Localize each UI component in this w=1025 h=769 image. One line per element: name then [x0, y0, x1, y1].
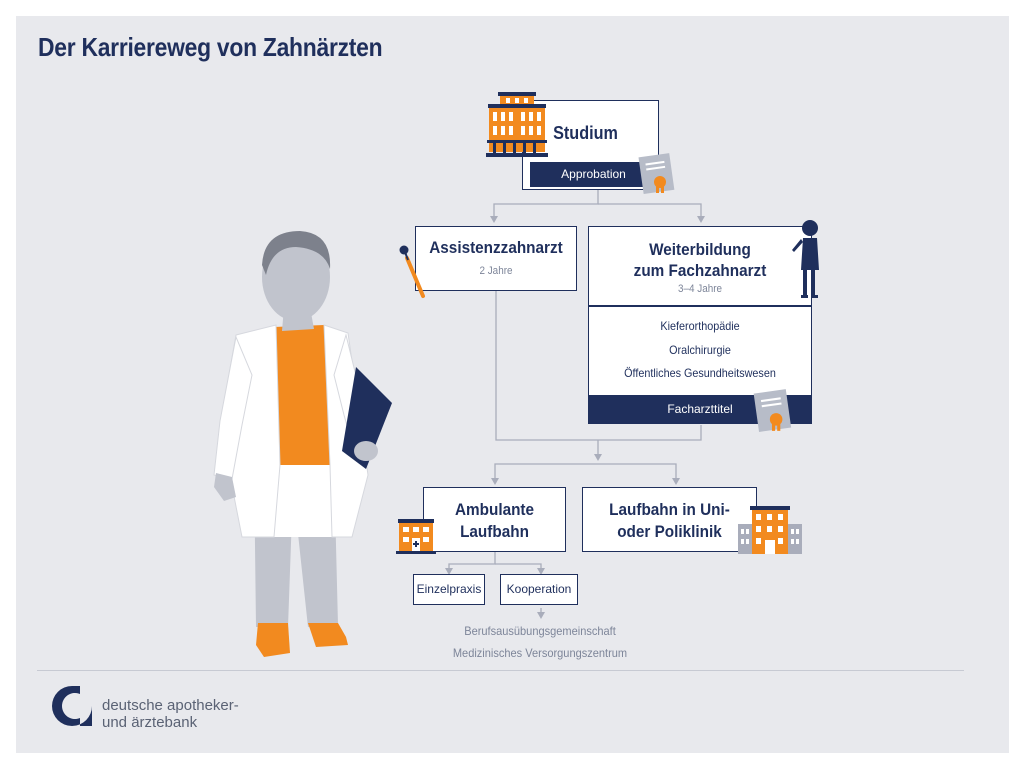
brand-line2: und ärztebank — [102, 714, 198, 731]
studium-label: Studium — [553, 123, 618, 143]
klinik-laufbahn-box: Laufbahn in Uni- oder Poliklinik — [582, 487, 757, 552]
weiterbildung-box: Weiterbildung zum Fachzahnarzt 3–4 Jahre… — [588, 226, 812, 424]
weiterbildung-label-line2: zum Fachzahnarzt — [633, 261, 767, 280]
university-building-icon — [486, 92, 548, 157]
klinik-label-line1: Laufbahn in Uni- — [609, 500, 730, 519]
specialty-item: Oralchirurgie — [669, 343, 731, 357]
dentist-figure-illustration — [213, 231, 392, 657]
ambulante-laufbahn-box: Ambulante Laufbahn — [423, 487, 566, 552]
kooperation-box: Kooperation — [500, 574, 578, 605]
klinik-label-line2: oder Poliklinik — [617, 522, 722, 541]
brand-logo-icon — [52, 686, 92, 726]
brand-line1: deutsche apotheker- — [102, 697, 239, 714]
assistenzzahnarzt-box: Assistenzzahnarzt 2 Jahre — [415, 226, 577, 291]
certificate-icon — [638, 153, 675, 195]
footer-divider — [37, 670, 964, 671]
cooperation-type-note: Medizinisches Versorgungszentrum — [452, 646, 628, 660]
brand-name: deutsche apotheker- und ärztebank — [102, 697, 239, 731]
approbation-badge: Approbation — [530, 162, 657, 187]
weiterbildung-duration: 3–4 Jahre — [677, 283, 723, 295]
assistenzzahnarzt-duration: 2 Jahre — [479, 265, 513, 277]
weiterbildung-divider — [589, 305, 811, 307]
assistenzzahnarzt-label: Assistenzzahnarzt — [429, 238, 563, 257]
ambulante-label-line1: Ambulante — [454, 500, 535, 519]
specialty-item: Kieferorthopädie — [660, 319, 740, 333]
page-title: Der Karriereweg von Zahnärzten — [38, 32, 383, 62]
clinic-building-icon — [738, 506, 802, 554]
ambulante-label-line2: Laufbahn — [460, 522, 529, 541]
einzelpraxis-box: Einzelpraxis — [413, 574, 485, 605]
practice-building-icon — [396, 519, 436, 554]
certificate-icon — [753, 389, 792, 432]
cooperation-type-note: Berufsausübungsgemeinschaft — [464, 624, 616, 638]
weiterbildung-label-line1: Weiterbildung — [649, 240, 751, 259]
teacher-silhouette-icon — [792, 220, 819, 298]
dental-mirror-icon — [399, 245, 425, 298]
specialty-item: Öffentliches Gesundheitswesen — [624, 366, 776, 380]
